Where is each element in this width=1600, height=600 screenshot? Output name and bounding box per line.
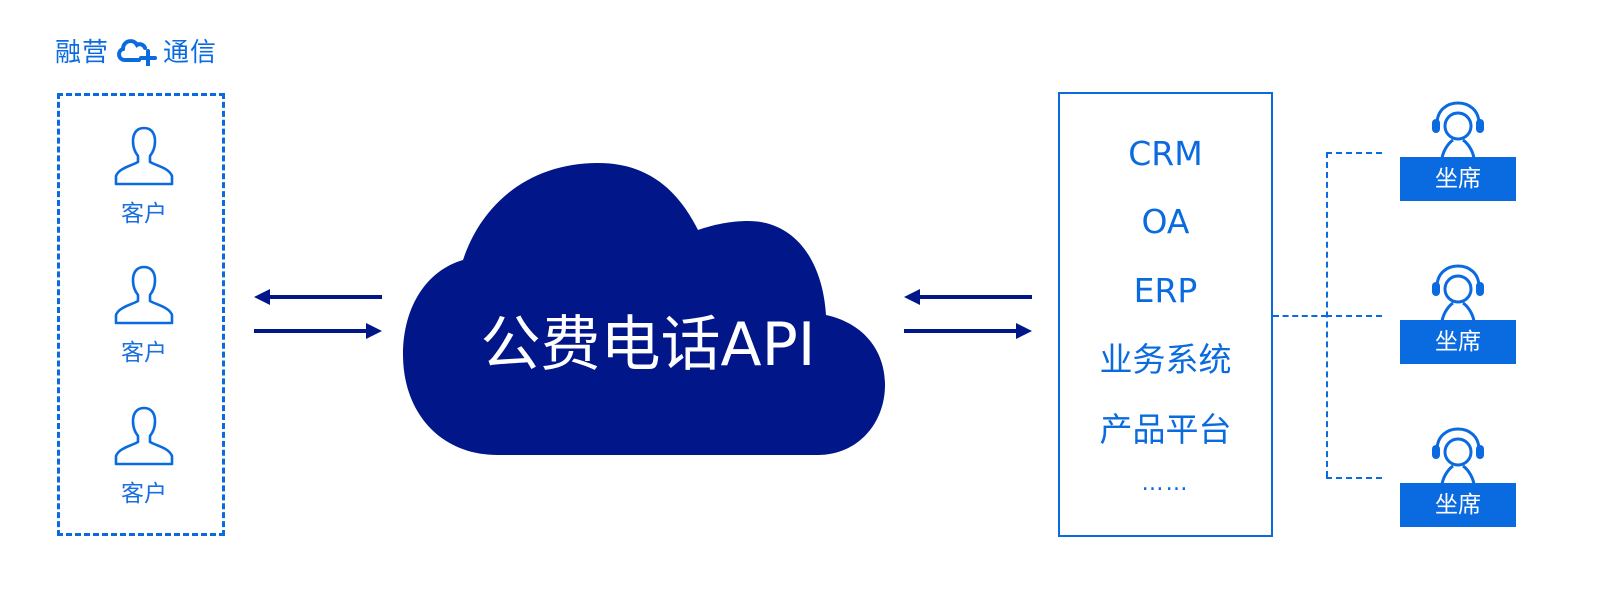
arrow-right-icon <box>254 323 382 339</box>
customer-item: 客户 <box>60 124 228 228</box>
connector-agent-3 <box>1326 477 1382 479</box>
cloud-title: 公费电话API <box>480 310 816 380</box>
customer-label: 客户 <box>121 340 167 366</box>
connector-vertical <box>1326 152 1328 477</box>
customer-item: 客户 <box>60 404 228 508</box>
arrow-right-icon <box>904 323 1032 339</box>
bidirectional-arrows-right <box>904 289 1032 339</box>
system-item-more: …… <box>1141 471 1190 496</box>
customer-label: 客户 <box>121 201 167 227</box>
system-item-crm: CRM <box>1128 134 1203 173</box>
connector-main <box>1273 315 1327 317</box>
connector-agent-2 <box>1326 315 1382 317</box>
user-icon <box>114 406 174 466</box>
cloud-icon <box>403 163 885 455</box>
system-item-oa: OA <box>1141 202 1190 241</box>
systems-box: CRM OA ERP 业务系统 产品平台 …… <box>1058 92 1273 537</box>
arrow-left-icon <box>904 289 1032 305</box>
connector-agent-1 <box>1326 152 1382 154</box>
system-item-erp: ERP <box>1133 271 1198 310</box>
agent-label: 坐席 <box>1400 320 1516 364</box>
brand-logo: 融营 通信 <box>55 30 217 70</box>
user-icon <box>114 265 174 325</box>
system-item-business: 业务系统 <box>1099 340 1232 379</box>
headset-agent-icon <box>1432 101 1484 159</box>
brand-name-left: 融营 <box>55 37 110 68</box>
user-icon <box>114 126 174 186</box>
customer-group: 客户 客户 客户 <box>57 93 225 536</box>
customer-label: 客户 <box>121 481 167 507</box>
arrow-left-icon <box>254 289 382 305</box>
agent-label: 坐席 <box>1400 483 1516 527</box>
brand-name-right: 通信 <box>163 37 218 68</box>
agent-label: 坐席 <box>1400 157 1516 201</box>
headset-agent-icon <box>1432 427 1484 485</box>
system-item-product-platform: 产品平台 <box>1099 410 1232 449</box>
customer-item: 客户 <box>60 263 228 367</box>
bidirectional-arrows-left <box>254 289 382 339</box>
headset-agent-icon <box>1432 264 1484 322</box>
cloud-plus-icon <box>117 39 158 66</box>
